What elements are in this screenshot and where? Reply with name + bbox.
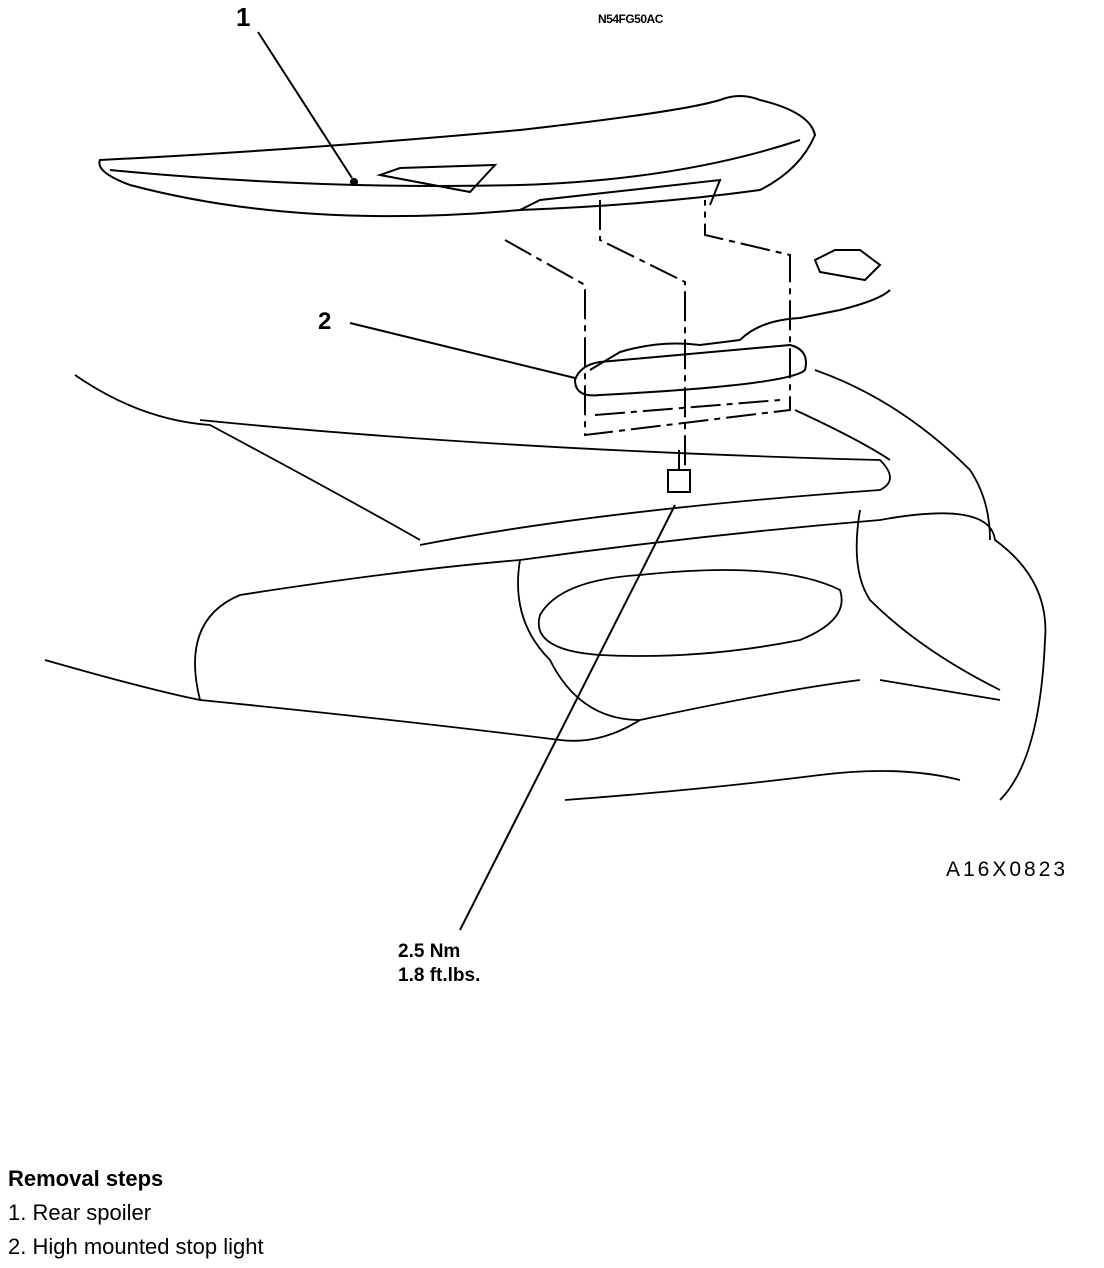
torque-leader xyxy=(459,504,676,931)
removal-step: 1. Rear spoiler xyxy=(8,1200,152,1225)
callout-1: 1 xyxy=(236,2,251,32)
alignment-lines xyxy=(504,200,791,470)
removal-step: 2. High mounted stop light xyxy=(8,1234,264,1259)
removal-steps-title: Removal steps xyxy=(8,1166,164,1191)
car-body-drawing xyxy=(44,369,1047,801)
callout-2: 2 xyxy=(318,308,332,335)
reference-number: A16X0823 xyxy=(946,858,1069,881)
torque-imperial: 1.8 ft.lbs. xyxy=(398,965,481,986)
figure-code: N54FG50AC xyxy=(598,12,663,26)
callout-1-leader xyxy=(257,31,353,179)
callout-2-leader xyxy=(349,322,576,379)
rear-spoiler-drawing xyxy=(98,95,817,218)
torque-metric: 2.5 Nm xyxy=(398,941,461,962)
torque-spec: 2.5 Nm 1.8 ft.lbs. xyxy=(398,940,480,988)
high-mounted-stop-light-drawing xyxy=(573,249,891,493)
removal-steps: Removal steps 1. Rear spoiler 2. High mo… xyxy=(8,1162,264,1264)
